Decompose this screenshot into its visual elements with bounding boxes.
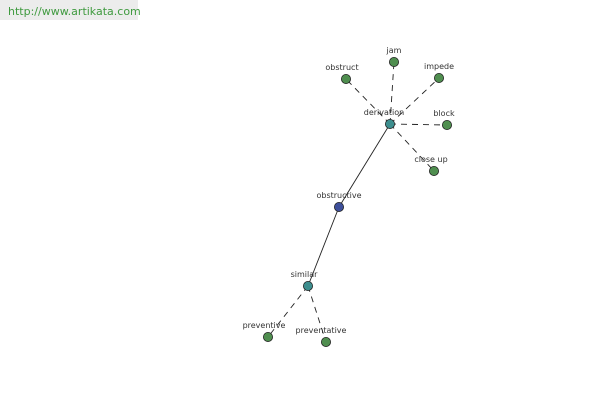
- node-label-similar[interactable]: similar: [291, 270, 319, 279]
- edge-derivation-block: [389, 123, 448, 126]
- node-preventive[interactable]: preventive: [243, 321, 286, 342]
- node-obstructive[interactable]: obstructive: [316, 191, 362, 212]
- node-label-derivation[interactable]: derivation: [364, 108, 404, 117]
- node-label-jam[interactable]: jam: [386, 46, 402, 55]
- edge-derivation-impede: [389, 77, 440, 125]
- site-link-banner[interactable]: http://www.artikata.com: [0, 0, 141, 20]
- nodes-layer: obstructive derivation similar obstruct jam i…: [243, 46, 455, 347]
- node-marker-impede[interactable]: [433, 73, 444, 84]
- edge-obstructive-similar: [307, 206, 340, 287]
- node-label-block[interactable]: block: [433, 109, 455, 118]
- node-label-obstructive[interactable]: obstructive: [316, 191, 361, 200]
- node-close-up[interactable]: close up: [414, 155, 448, 176]
- node-marker-derivation[interactable]: [384, 119, 395, 130]
- node-impede[interactable]: impede: [424, 62, 454, 84]
- node-label-close-up[interactable]: close up: [414, 155, 447, 164]
- node-marker-preventive[interactable]: [262, 331, 273, 342]
- node-marker-obstruct[interactable]: [340, 74, 351, 85]
- node-label-obstruct[interactable]: obstruct: [325, 63, 358, 72]
- edge-derivation-obstruct: [345, 78, 391, 125]
- node-marker-block[interactable]: [441, 120, 452, 131]
- node-marker-obstructive[interactable]: [333, 201, 344, 212]
- node-jam[interactable]: jam: [386, 46, 402, 68]
- node-preventative[interactable]: preventative: [296, 326, 347, 347]
- node-block[interactable]: block: [433, 109, 455, 131]
- node-marker-preventative[interactable]: [320, 336, 331, 347]
- edge-similar-preventative: [307, 285, 327, 343]
- site-link-text[interactable]: http://www.artikata.com: [8, 5, 141, 18]
- node-label-preventative[interactable]: preventative: [296, 326, 347, 335]
- node-marker-similar[interactable]: [302, 280, 313, 291]
- node-derivation[interactable]: derivation: [364, 108, 404, 130]
- node-marker-jam[interactable]: [388, 57, 399, 68]
- edges-layer: [267, 61, 448, 343]
- edge-obstructive-derivation: [338, 123, 391, 208]
- node-similar[interactable]: similar: [291, 270, 319, 291]
- node-marker-close-up[interactable]: [428, 165, 439, 176]
- node-label-preventive[interactable]: preventive: [243, 321, 286, 330]
- node-label-impede[interactable]: impede: [424, 62, 454, 71]
- node-obstruct[interactable]: obstruct: [325, 63, 359, 85]
